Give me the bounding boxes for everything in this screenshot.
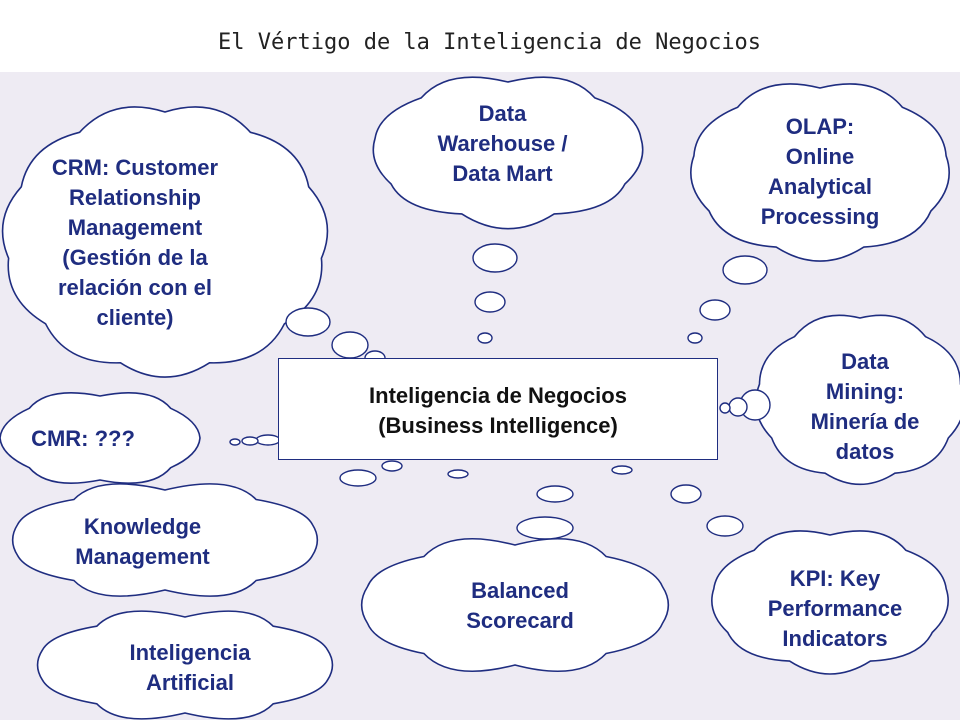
thought-bubble <box>728 397 748 417</box>
thought-bubble <box>611 465 633 475</box>
page-title: El Vértigo de la Inteligencia de Negocio… <box>218 30 762 55</box>
cloud-label-line: datos <box>835 439 895 464</box>
thought-bubble <box>229 438 241 446</box>
thought-bubble <box>722 255 768 285</box>
cloud-label-line: Inteligencia <box>129 640 251 665</box>
thought-bubble <box>255 434 281 446</box>
thought-bubble <box>331 331 369 359</box>
title-bar: El Vértigo de la Inteligencia de Negocio… <box>0 0 960 72</box>
cloud-balanced-scorecard <box>360 537 670 673</box>
cloud-label-cmr: CMR: ??? <box>18 424 148 454</box>
cloud-label-line: OLAP: <box>785 114 855 139</box>
cloud-label-line: Minería de <box>810 409 920 434</box>
cloud-label-line: Management <box>67 215 203 240</box>
cloud-label-line: Processing <box>760 204 880 229</box>
cloud-label-line: KPI: Key <box>789 566 881 591</box>
cloud-label-line: Data <box>478 101 527 126</box>
cloud-label-line: Artificial <box>145 670 235 695</box>
thought-bubble <box>719 402 731 414</box>
center-concept-box: Inteligencia de Negocios (Business Intel… <box>278 358 718 460</box>
cloud-label-line: Analytical <box>768 174 872 199</box>
center-concept-label: Inteligencia de Negocios (Business Intel… <box>279 381 717 441</box>
cloud-artificial-intelligence <box>36 610 334 720</box>
thought-bubble <box>516 516 574 540</box>
cloud-label-line: Performance <box>767 596 903 621</box>
cloud-crm <box>1 106 329 378</box>
cloud-label-line: Scorecard <box>466 608 574 633</box>
cloud-label-line: CRM: Customer <box>51 155 219 180</box>
cloud-label-line: (Gestión de la <box>62 245 208 270</box>
cloud-knowledge-management <box>11 483 319 597</box>
cloud-label-line: Data Mart <box>452 161 553 186</box>
thought-bubble <box>699 299 731 321</box>
thought-bubble <box>687 332 703 344</box>
cloud-olap <box>690 83 950 262</box>
cloud-label-line: cliente) <box>96 305 174 330</box>
cloud-data-mining <box>755 314 960 486</box>
thought-bubble <box>447 469 469 479</box>
thought-bubble <box>285 307 331 337</box>
cloud-label-line: CMR: ??? <box>31 426 135 451</box>
cloud-label-line: Management <box>75 544 210 569</box>
cloud-label-line: Relationship <box>68 185 201 210</box>
cloud-label-line: Mining: <box>825 379 905 404</box>
thought-bubble <box>381 460 403 472</box>
cloud-label-line: Warehouse / <box>437 131 568 156</box>
cloud-data-warehouse <box>372 76 644 230</box>
cloud-label-line: Knowledge <box>83 514 202 539</box>
cloud-kpi <box>711 530 949 675</box>
center-line-2: (Business Intelligence) <box>378 413 618 438</box>
cloud-label-line: Indicators <box>782 626 888 651</box>
thought-bubble <box>670 484 702 504</box>
cloud-label-line: Data <box>841 349 889 374</box>
center-line-1: Inteligencia de Negocios <box>369 383 627 408</box>
thought-bubble <box>706 515 744 537</box>
thought-bubble <box>477 332 493 344</box>
cloud-cmr <box>0 392 201 484</box>
thought-bubble <box>472 243 518 273</box>
thought-bubble <box>339 469 377 487</box>
cloud-label-line: Balanced <box>471 578 569 603</box>
cloud-label-line: relación con el <box>57 275 213 300</box>
thought-bubble <box>536 485 574 503</box>
thought-bubble <box>241 436 259 446</box>
thought-bubble <box>474 291 506 313</box>
cloud-label-line: Online <box>785 144 855 169</box>
